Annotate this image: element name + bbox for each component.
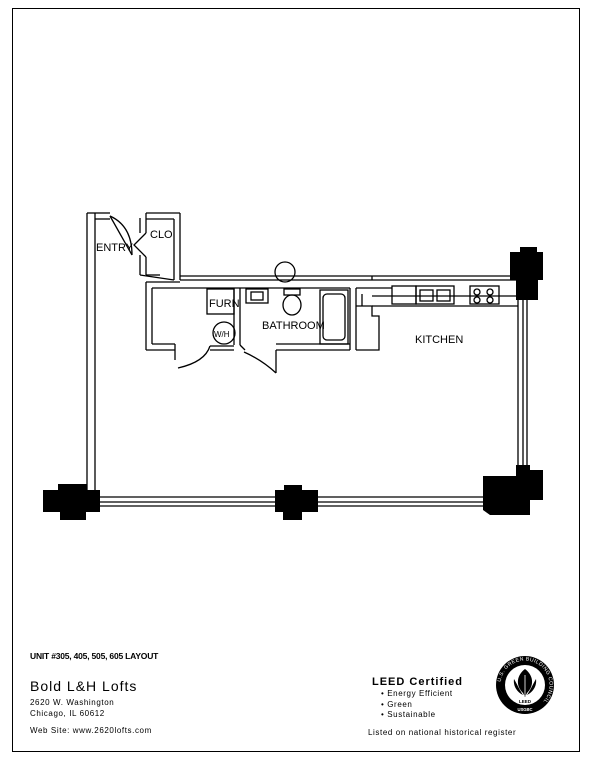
entry-door	[109, 215, 133, 256]
room-label-water-heater: W/H	[214, 330, 230, 339]
address-line-2: Chicago, IL 60612	[30, 709, 105, 718]
column-sw	[43, 484, 100, 520]
logo-center-text: LEED	[519, 699, 532, 704]
page-border	[12, 8, 580, 752]
usgbc-leed-logo: U.S. GREEN BUILDING COUNCIL LEED USGBC	[496, 656, 554, 714]
kitchen-sink	[415, 285, 455, 305]
toilet-bowl	[282, 294, 302, 316]
column-ne	[510, 247, 543, 300]
kitchen-counter-return	[356, 305, 380, 351]
room-label-furnace: FURN	[209, 298, 240, 310]
room-label-closet: CLO	[150, 229, 173, 241]
building-name: Bold L&H Lofts	[30, 678, 138, 694]
column-s	[275, 485, 318, 520]
room-label-kitchen: KITCHEN	[415, 334, 463, 346]
leed-title: LEED Certified	[372, 676, 464, 688]
sink	[245, 288, 269, 304]
column-se	[483, 465, 543, 515]
room-label-bathroom: BATHROOM	[262, 320, 325, 332]
range	[469, 285, 500, 305]
leed-features: Energy Efficient Green Sustainable	[381, 689, 453, 721]
toilet-tank	[283, 288, 301, 296]
furnace-unit	[206, 288, 235, 315]
website: Web Site: www.2620lofts.com	[30, 726, 152, 735]
refrigerator	[391, 285, 417, 305]
room-label-entry: ENTRY	[96, 242, 134, 254]
address-line-1: 2620 W. Washington	[30, 698, 115, 707]
water-heater	[212, 321, 236, 345]
leed-feature-item: Green	[381, 700, 453, 711]
unit-layout-label: UNIT #305, 405, 505, 605 LAYOUT	[30, 651, 159, 661]
historical-register-note: Listed on national historical register	[368, 728, 517, 737]
leed-feature-item: Sustainable	[381, 710, 453, 721]
leed-feature-item: Energy Efficient	[381, 689, 453, 700]
column-circle	[274, 261, 296, 283]
address: 2620 W. Washington Chicago, IL 60612	[30, 697, 114, 719]
leaf-icon	[513, 669, 537, 697]
logo-bottom-text: USGBC	[517, 707, 532, 712]
bathtub	[319, 289, 349, 345]
